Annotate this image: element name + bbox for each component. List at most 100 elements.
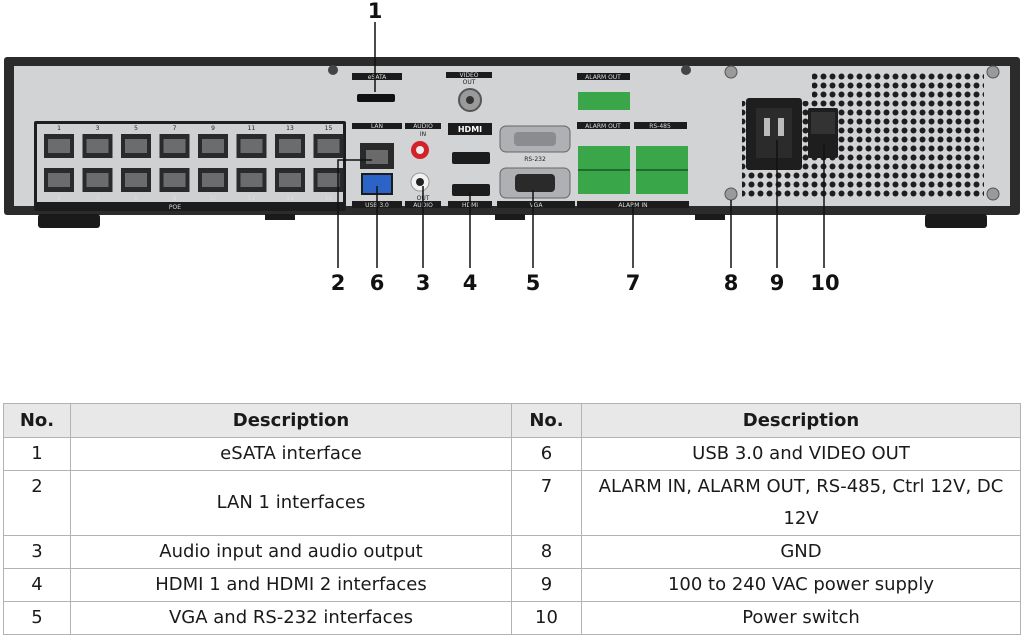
vga-label: VGA xyxy=(530,202,544,209)
poe-port[interactable] xyxy=(198,168,228,192)
poe-port[interactable] xyxy=(121,134,151,158)
poe-port-number: 11 xyxy=(248,125,256,132)
cell-description: 100 to 240 VAC power supply xyxy=(581,568,1021,602)
alarm-out-terminal[interactable] xyxy=(578,92,630,110)
cell-no: 6 xyxy=(511,437,582,471)
video-out-port[interactable]: VIDEO OUT xyxy=(446,72,492,112)
header-description-left: Description xyxy=(70,403,512,438)
callout-6: 6 xyxy=(370,271,385,295)
callout-7: 7 xyxy=(626,271,641,295)
poe-port-number: 10 xyxy=(209,195,217,202)
video-out-label: OUT xyxy=(463,79,476,86)
callout-5: 5 xyxy=(526,271,541,295)
alarm-out-label: ALARM OUT xyxy=(585,74,621,81)
poe-port-number: 14 xyxy=(286,195,294,202)
cell-no: 7 xyxy=(511,470,582,536)
callout-labels: 1 2 6 3 4 5 7 8 9 10 xyxy=(331,0,840,295)
screw-icon xyxy=(724,65,738,79)
cell-description: HDMI 1 and HDMI 2 interfaces xyxy=(70,568,512,602)
screw-icon xyxy=(681,65,691,75)
table-row: 4 HDMI 1 and HDMI 2 interfaces 9 100 to … xyxy=(3,568,1021,602)
table-row: 2 LAN 1 interfaces 7 ALARM IN, ALARM OUT… xyxy=(3,470,1021,536)
cell-no: 10 xyxy=(511,601,582,635)
table-row: 3 Audio input and audio output 8 GND xyxy=(3,535,1021,569)
callout-8: 8 xyxy=(724,271,739,295)
table-header-row: No. Description No. Description xyxy=(3,403,1021,438)
table-row: 1 eSATA interface 6 USB 3.0 and VIDEO OU… xyxy=(3,437,1021,471)
poe-port-number: 12 xyxy=(248,195,256,202)
callout-9: 9 xyxy=(770,271,785,295)
poe-label: POE xyxy=(169,204,181,211)
poe-port[interactable] xyxy=(275,134,305,158)
poe-port-number: 15 xyxy=(325,125,333,132)
cell-description: ALARM IN, ALARM OUT, RS-485, Ctrl 12V, D… xyxy=(581,470,1021,536)
alarm-block: ALARM OUT ALARM OUT RS-485 ALARM IN xyxy=(577,73,689,209)
power-switch[interactable] xyxy=(808,108,838,158)
poe-port[interactable] xyxy=(121,168,151,192)
poe-port[interactable] xyxy=(159,168,190,192)
callout-1: 1 xyxy=(368,0,383,23)
header-no-right: No. xyxy=(511,403,582,438)
header-no-left: No. xyxy=(3,403,71,438)
cell-no: 9 xyxy=(511,568,582,602)
poe-port[interactable] xyxy=(275,168,305,192)
poe-port-number: 2 xyxy=(57,195,61,202)
poe-port[interactable] xyxy=(313,134,344,158)
poe-port-number: 6 xyxy=(134,195,138,202)
cell-description: Power switch xyxy=(581,601,1021,635)
foot-left xyxy=(38,214,100,228)
poe-port-number: 3 xyxy=(96,125,100,132)
cell-no: 2 xyxy=(3,470,71,536)
rs485-label: RS-485 xyxy=(649,123,671,130)
poe-port-number: 5 xyxy=(134,125,138,132)
poe-port[interactable] xyxy=(159,134,190,158)
rs232-vga-block: RS-232 VGA xyxy=(497,125,575,209)
screw-icon xyxy=(986,187,1000,201)
cell-description: USB 3.0 and VIDEO OUT xyxy=(581,437,1021,471)
hdmi1-port[interactable] xyxy=(452,184,490,196)
poe-port-number: 16 xyxy=(325,195,333,202)
hdmi2-port[interactable] xyxy=(452,152,490,164)
audio-in-label: IN xyxy=(420,131,426,138)
poe-port[interactable] xyxy=(44,134,74,158)
table-row: 5 VGA and RS-232 interfaces 10 Power swi… xyxy=(3,601,1021,635)
poe-port-number: 8 xyxy=(173,195,177,202)
poe-port[interactable] xyxy=(313,168,344,192)
poe-port[interactable] xyxy=(44,168,74,192)
poe-port-number: 13 xyxy=(286,125,294,132)
foot-right xyxy=(925,214,987,228)
gnd-screw-icon[interactable] xyxy=(724,187,738,201)
cell-description: eSATA interface xyxy=(70,437,512,471)
lan-label: LAN xyxy=(371,123,383,130)
poe-port[interactable] xyxy=(82,168,113,192)
cell-description: Audio input and audio output xyxy=(70,535,512,569)
poe-port[interactable] xyxy=(236,134,267,158)
screw-icon xyxy=(328,65,338,75)
poe-port-number: 4 xyxy=(96,195,100,202)
header-description-right: Description xyxy=(581,403,1021,438)
poe-port[interactable] xyxy=(236,168,267,192)
poe-port[interactable] xyxy=(82,134,113,158)
audio-label: AUDIO xyxy=(413,123,433,130)
callout-3: 3 xyxy=(416,271,431,295)
cell-no: 8 xyxy=(511,535,582,569)
cell-description: GND xyxy=(581,535,1021,569)
callout-2: 2 xyxy=(331,271,346,295)
cell-description: VGA and RS-232 interfaces xyxy=(70,601,512,635)
esata-port[interactable]: eSATA xyxy=(352,73,402,102)
poe-port[interactable] xyxy=(198,134,228,158)
callout-10: 10 xyxy=(810,271,839,295)
leader-lines xyxy=(337,22,825,268)
hdmi-label: HDMI xyxy=(458,125,482,134)
cell-no: 4 xyxy=(3,568,71,602)
alarm-out2-label: ALARM OUT xyxy=(585,123,621,130)
description-table: No. Description No. Description 1 eSATA … xyxy=(3,403,1021,635)
cell-no: 3 xyxy=(3,535,71,569)
power-inlet[interactable] xyxy=(746,98,802,170)
esata-label: eSATA xyxy=(368,74,387,81)
poe-port-number: 9 xyxy=(211,125,215,132)
rs232-label: RS-232 xyxy=(524,156,546,163)
screw-icon xyxy=(986,65,1000,79)
